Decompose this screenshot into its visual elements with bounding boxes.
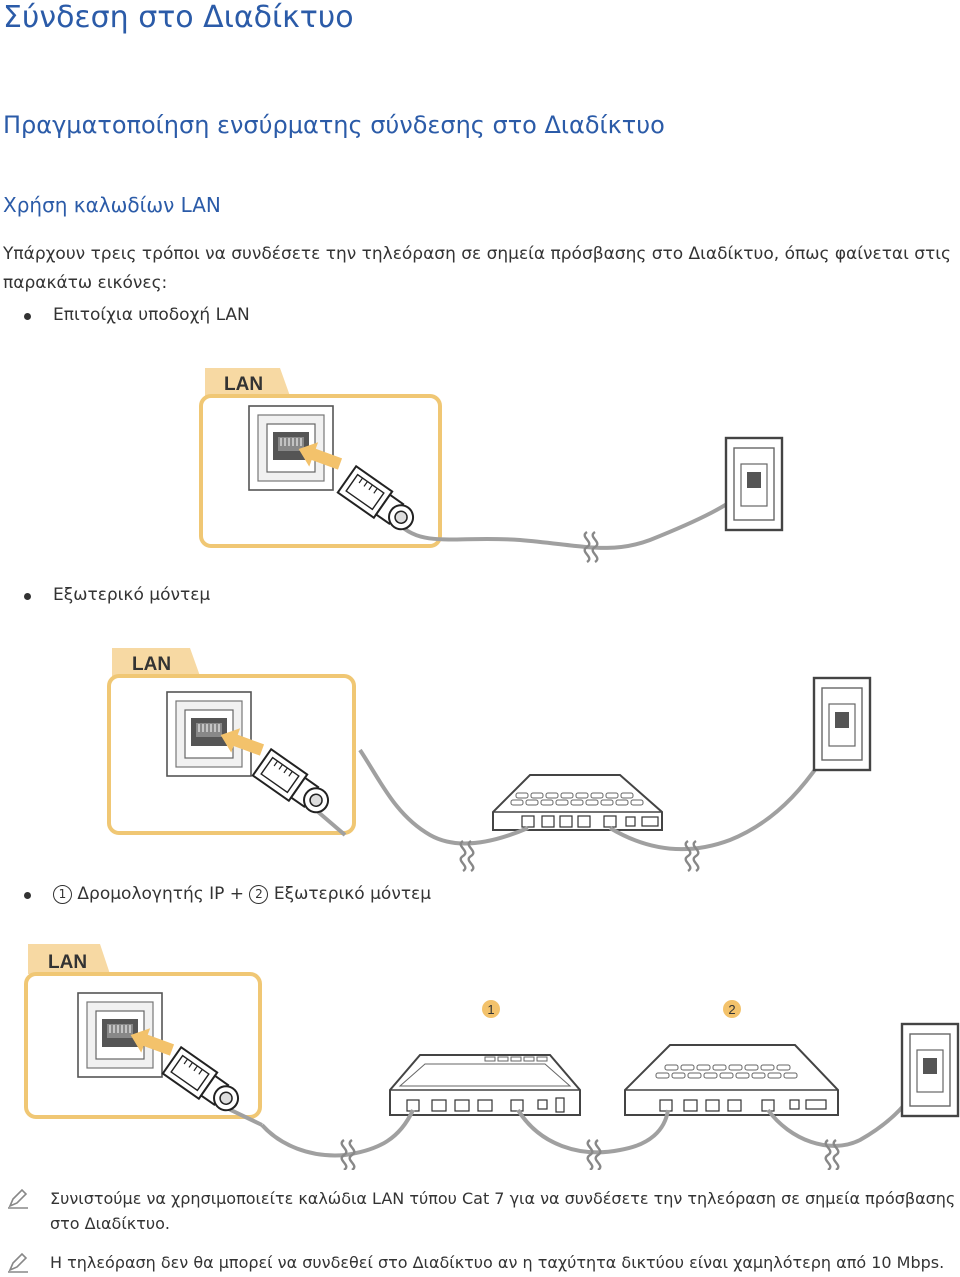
number-2-marker: 2 <box>249 885 269 904</box>
lan-port-icon <box>77 992 163 1078</box>
note-text: Η τηλεόραση δεν θα μπορεί να συνδεθεί στ… <box>50 1253 945 1272</box>
section-heading: Πραγματοποίηση ενσύρματης σύνδεσης στο Δ… <box>3 111 665 139</box>
bullet-dot <box>24 313 31 320</box>
lan-cable <box>358 748 529 846</box>
cable-break-icon <box>459 839 475 873</box>
router-modem-cable <box>516 1108 670 1155</box>
phone-cable <box>608 738 837 852</box>
cable-break-icon <box>684 839 700 873</box>
cable-break-icon <box>586 1138 602 1170</box>
lan-label: LAN <box>132 654 171 675</box>
tv-port-frame <box>199 394 442 548</box>
bullet-dot <box>24 892 31 899</box>
router-icon <box>389 1054 581 1116</box>
wall-socket-icon <box>724 436 784 532</box>
subsection-heading: Χρήση καλωδίων LAN <box>3 193 221 217</box>
bullet-text: Επιτοίχια υποδοχή LAN <box>53 305 250 325</box>
lan-cable <box>393 486 751 550</box>
bullet-text: 1 Δρομολογητής IP + 2 Εξωτερικό μόντεμ <box>53 884 431 904</box>
lan-port-icon <box>248 405 334 491</box>
note-text: Συνιστούμε να χρησιμοποιείτε καλώδια LAN… <box>50 1189 956 1233</box>
diagram-wall-lan: LAN <box>199 368 784 564</box>
note-pencil-icon <box>8 1253 29 1273</box>
note-pencil-icon <box>8 1189 29 1209</box>
lan-port-icon <box>166 691 252 777</box>
marker-1 <box>482 1000 500 1018</box>
number-1-marker: 1 <box>53 885 72 904</box>
page-title: Σύνδεση στο Διαδίκτυο <box>3 0 354 35</box>
marker-1-label: 1 <box>487 1002 494 1017</box>
router-text: Δρομολογητής IP + <box>77 884 250 904</box>
modem-icon <box>492 774 663 831</box>
diagram-router-modem: LAN 1 2 <box>24 944 960 1170</box>
lan-label: LAN <box>224 374 263 395</box>
lan-label: LAN <box>48 952 87 973</box>
marker-2 <box>723 1000 741 1018</box>
rj45-plug-icon <box>251 748 337 822</box>
lan-tab <box>28 944 110 974</box>
wall-socket-icon <box>900 1022 960 1118</box>
lan-tab <box>112 648 200 676</box>
wall-socket-icon <box>812 676 872 772</box>
intro-paragraph: Υπάρχουν τρεις τρόποι να συνδέσετε την τ… <box>3 244 952 293</box>
tv-port-frame <box>107 674 356 835</box>
tv-port-frame <box>24 972 262 1119</box>
modem-text: Εξωτερικό μόντεμ <box>273 884 432 904</box>
modem-icon <box>624 1044 839 1116</box>
diagram-external-modem: LAN <box>107 648 872 873</box>
rj45-plug-icon <box>161 1046 247 1120</box>
bullet-dot <box>24 593 31 600</box>
lan-tab <box>205 368 290 396</box>
marker-2-label: 2 <box>728 1002 735 1017</box>
lan-cable <box>260 1109 415 1158</box>
rj45-plug-icon <box>336 465 422 539</box>
bullet-text: Εξωτερικό μόντεμ <box>53 585 211 605</box>
